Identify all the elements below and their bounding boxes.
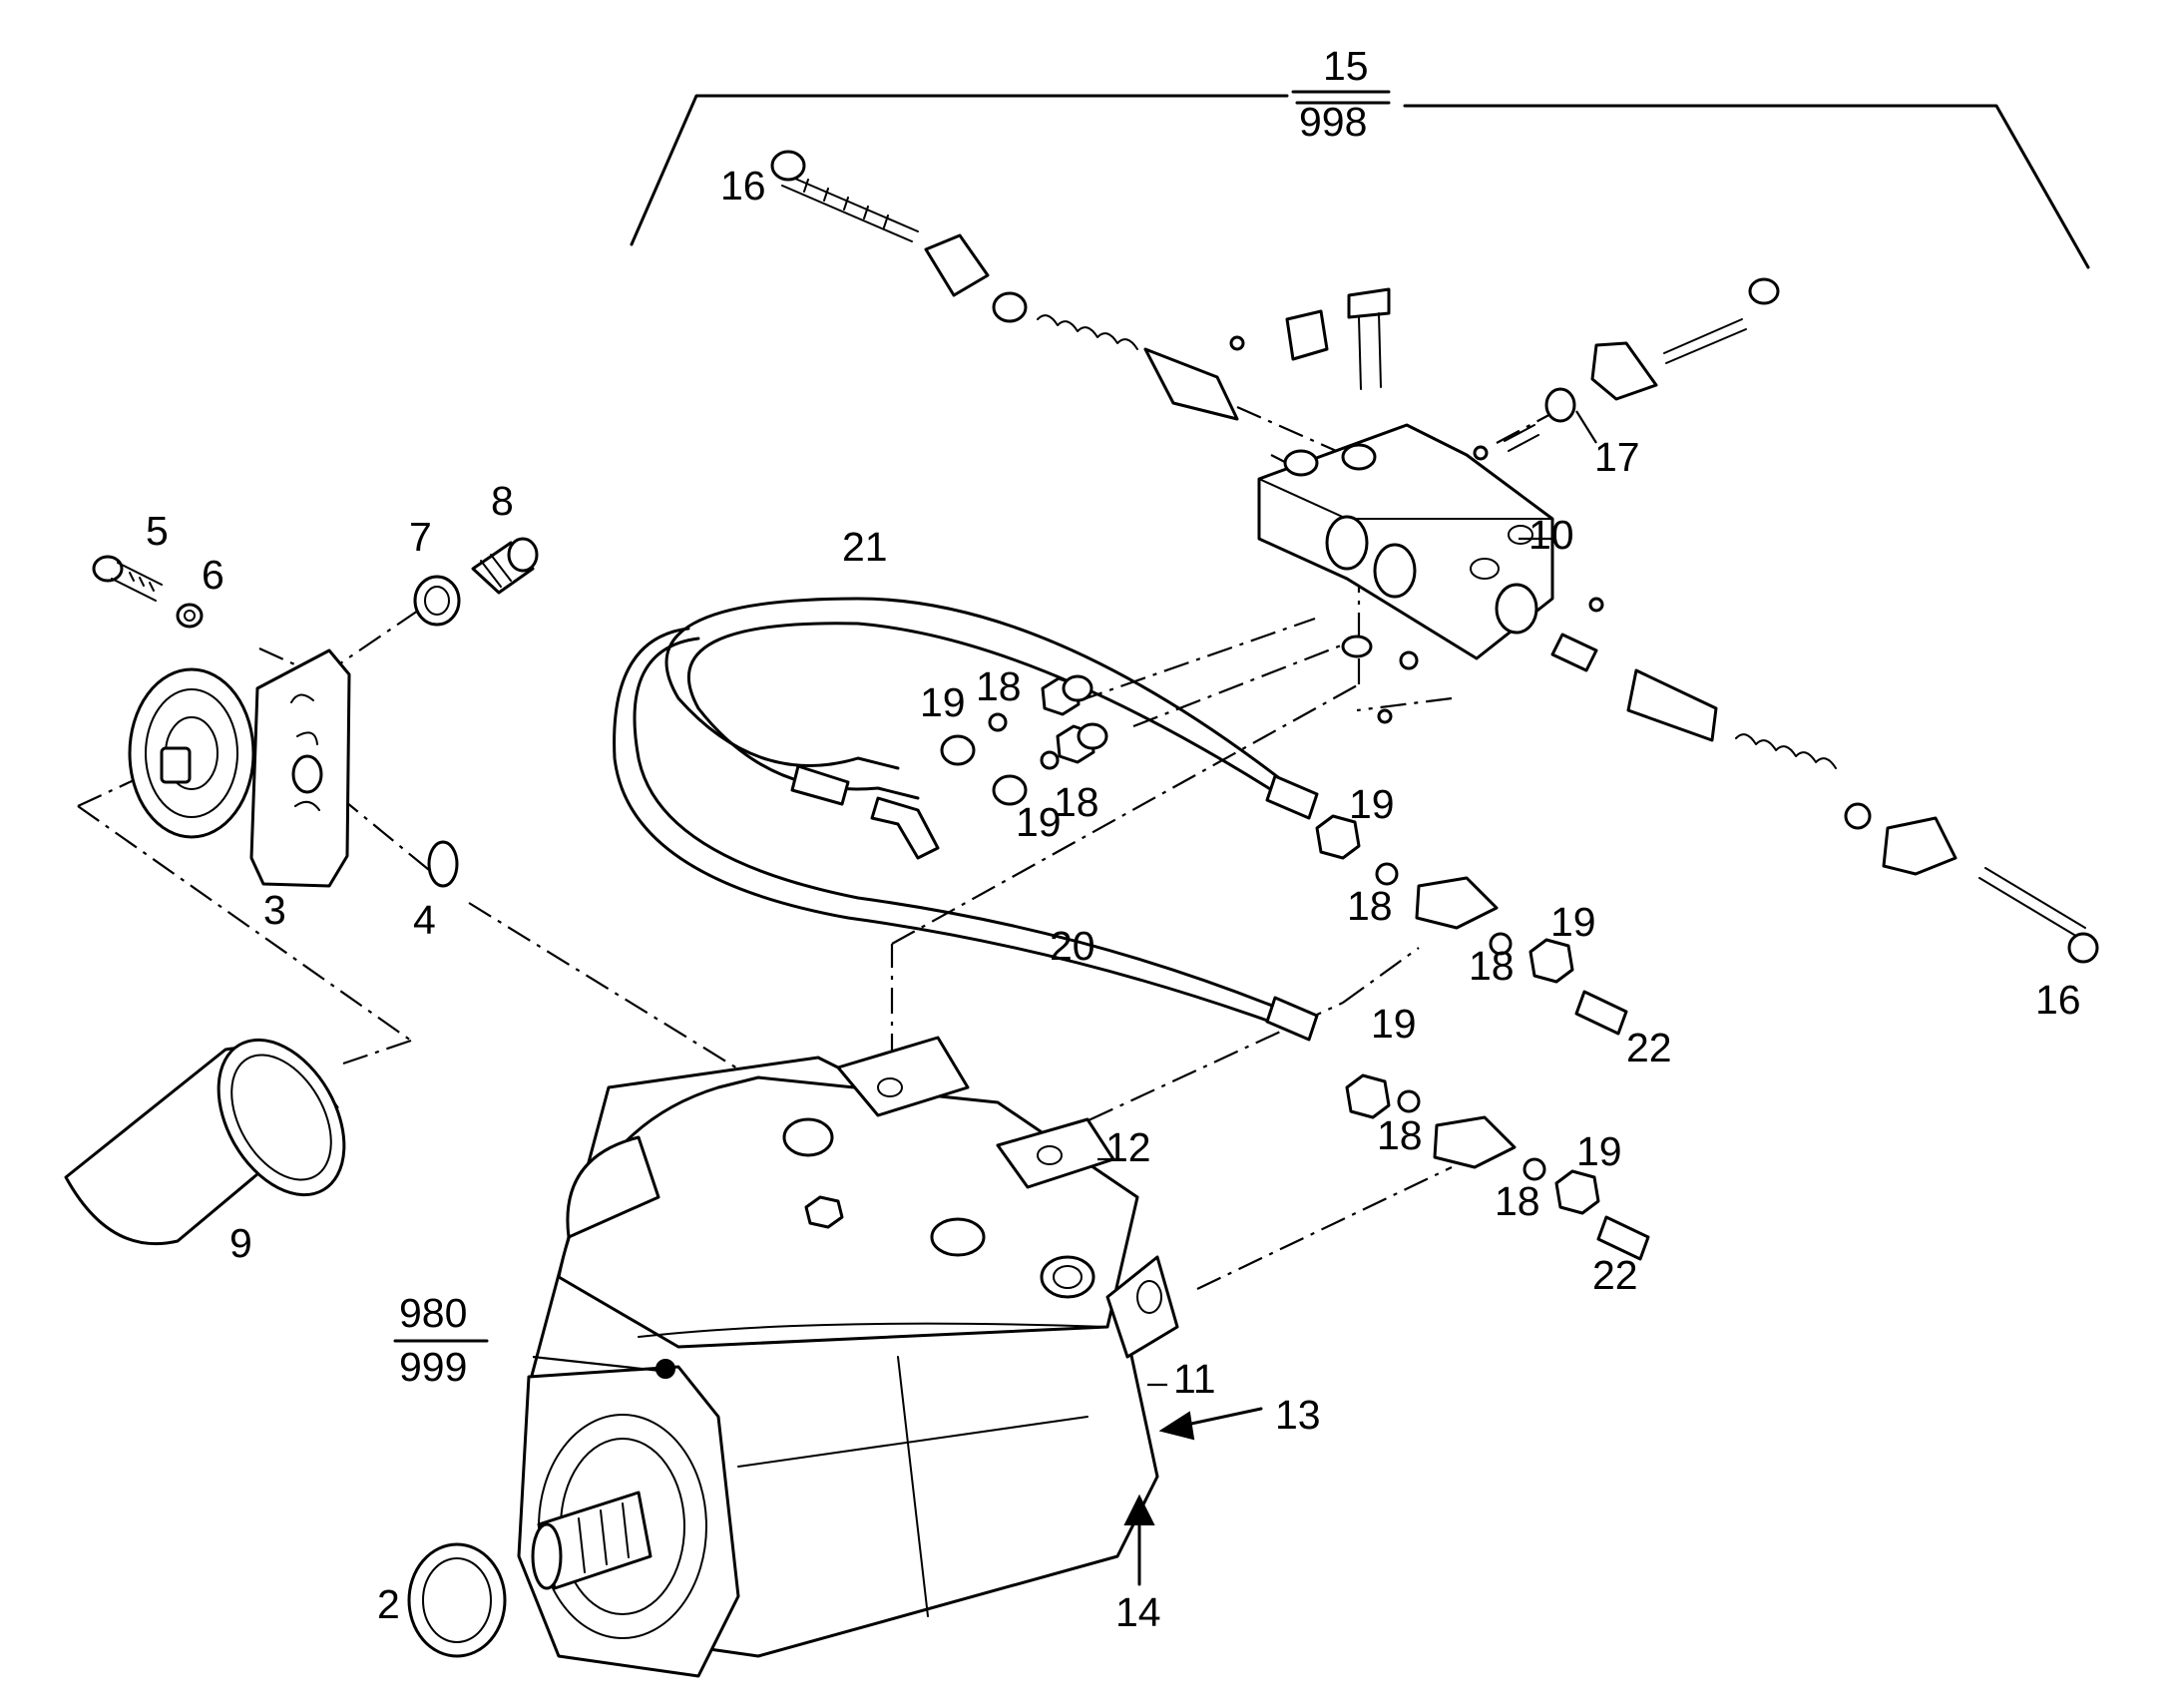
label-22-b: 22: [1592, 1252, 1638, 1298]
label-7: 7: [409, 514, 432, 560]
plug-8: [471, 537, 539, 595]
label-5: 5: [146, 508, 169, 554]
label-3: 3: [263, 887, 286, 933]
part-labels: 15 998 980 999 2 3 4 5 6 7 8 9 10 11 12 …: [146, 43, 2081, 1635]
arrow-14: [1123, 1494, 1155, 1586]
hose-20: [613, 627, 1319, 1042]
label-16-top: 16: [720, 163, 766, 209]
label-19-b: 19: [1016, 799, 1062, 845]
label-19-f: 19: [1576, 1128, 1622, 1174]
label-9: 9: [229, 1220, 252, 1266]
bolt-5: [92, 555, 163, 602]
label-11: 11: [1173, 1356, 1216, 1402]
label-19-a: 19: [920, 679, 966, 725]
label-assembly-den: 998: [1299, 99, 1367, 145]
label-22-a: 22: [1626, 1025, 1672, 1070]
label-21: 21: [842, 524, 888, 570]
label-18-e: 18: [1377, 1112, 1423, 1158]
label-19-c: 19: [1349, 781, 1395, 827]
washer-6: [176, 603, 204, 629]
label-19-d: 19: [1550, 899, 1596, 945]
shaft-seal-2: [407, 1542, 507, 1658]
label-18-d: 18: [1469, 943, 1515, 989]
label-18-a: 18: [976, 663, 1022, 709]
seal-ring-7: [413, 575, 461, 627]
fittings-right-cluster: [1315, 814, 1650, 1261]
valve-spool-left: [770, 150, 1239, 421]
fittings-left-cluster: [940, 674, 1108, 806]
filter-head-3: [128, 648, 351, 888]
label-17: 17: [1594, 434, 1640, 480]
hose-end-fittings: [790, 764, 940, 860]
label-19-e: 19: [1371, 1001, 1417, 1047]
label-fraction-den: 999: [399, 1344, 467, 1390]
filter-cartridge-9: [64, 1038, 346, 1246]
label-8: 8: [491, 478, 514, 524]
valve-assembly-bracket: [630, 94, 2090, 269]
label-18-c: 18: [1347, 883, 1393, 929]
arrow-13: [1158, 1407, 1263, 1441]
label-20: 20: [1050, 923, 1095, 969]
o-ring-4: [427, 840, 459, 888]
label-13: 13: [1275, 1392, 1321, 1438]
label-4: 4: [413, 897, 436, 943]
label-fraction-num: 980: [399, 1290, 467, 1336]
label-16-right: 16: [2035, 977, 2081, 1023]
label-14: 14: [1115, 1589, 1161, 1635]
hydraulic-pump-body: [517, 1036, 1179, 1678]
leader-lines: [532, 410, 1597, 1387]
valve-block-top-parts: [1229, 277, 1780, 724]
label-10: 10: [1528, 512, 1574, 558]
hose-21: [664, 597, 1299, 808]
label-12: 12: [1105, 1124, 1151, 1170]
label-18-b: 18: [1054, 779, 1099, 825]
label-6: 6: [202, 552, 224, 598]
valve-spool-right: [1550, 633, 2099, 964]
valve-block-10: [1257, 423, 1554, 660]
label-18-f: 18: [1495, 1178, 1540, 1224]
label-assembly-num: 15: [1323, 43, 1369, 89]
label-2: 2: [377, 1581, 400, 1627]
